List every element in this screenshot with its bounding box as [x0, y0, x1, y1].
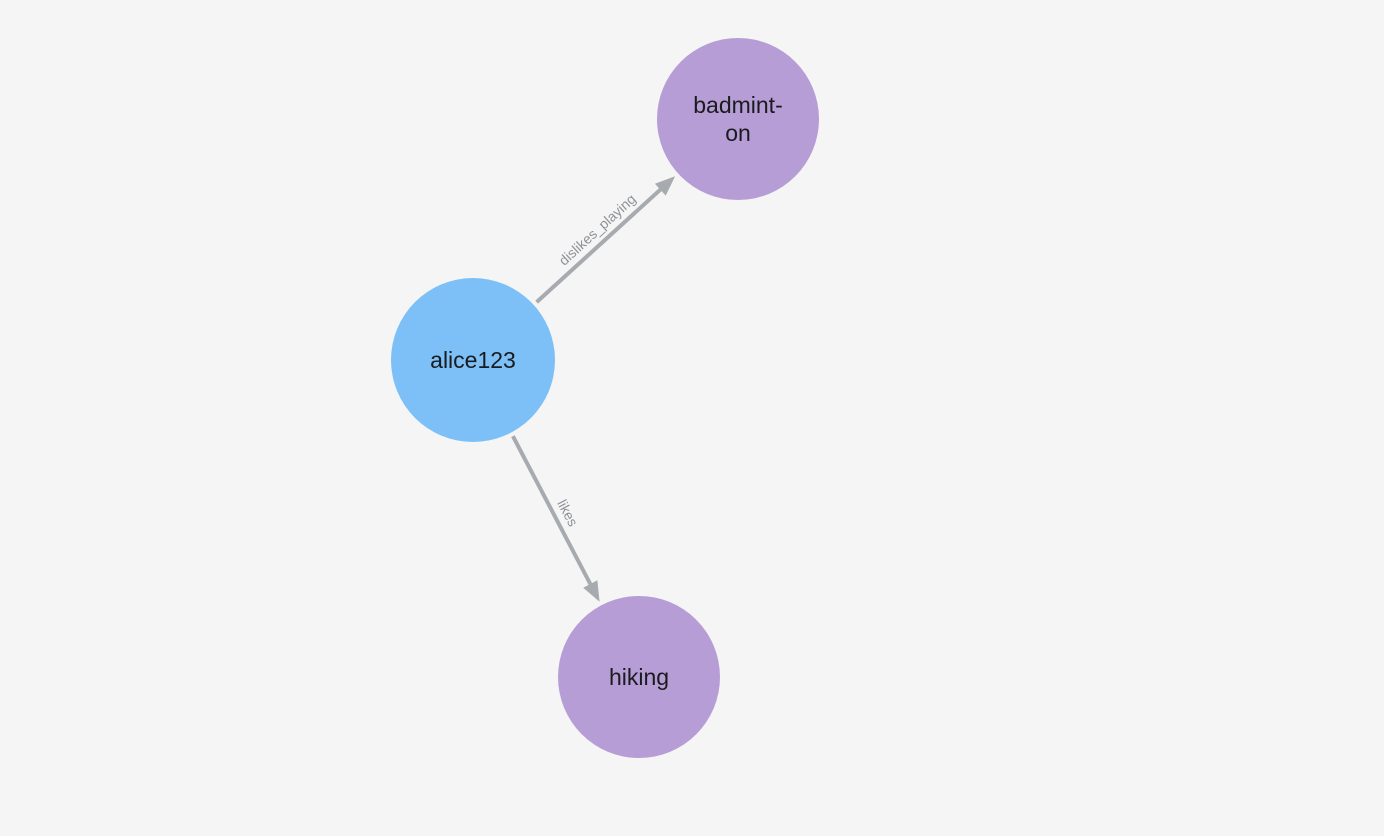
graph-edge[interactable]: dislikes_playing: [535, 176, 676, 304]
edge-label: dislikes_playing: [555, 191, 638, 269]
edge-arrowhead-icon: [654, 176, 676, 196]
graph-edge[interactable]: likes: [511, 435, 600, 602]
graph-node-alice123[interactable]: alice123: [391, 278, 555, 442]
edge-line: [535, 186, 664, 304]
graph-node-badminton[interactable]: badmint-on: [657, 38, 819, 200]
edge-arrowhead-icon: [583, 580, 600, 602]
node-circle: [391, 278, 555, 442]
graph-node-hiking[interactable]: hiking: [558, 596, 720, 758]
edge-line: [511, 435, 593, 587]
node-circle: [558, 596, 720, 758]
node-circle: [657, 38, 819, 200]
